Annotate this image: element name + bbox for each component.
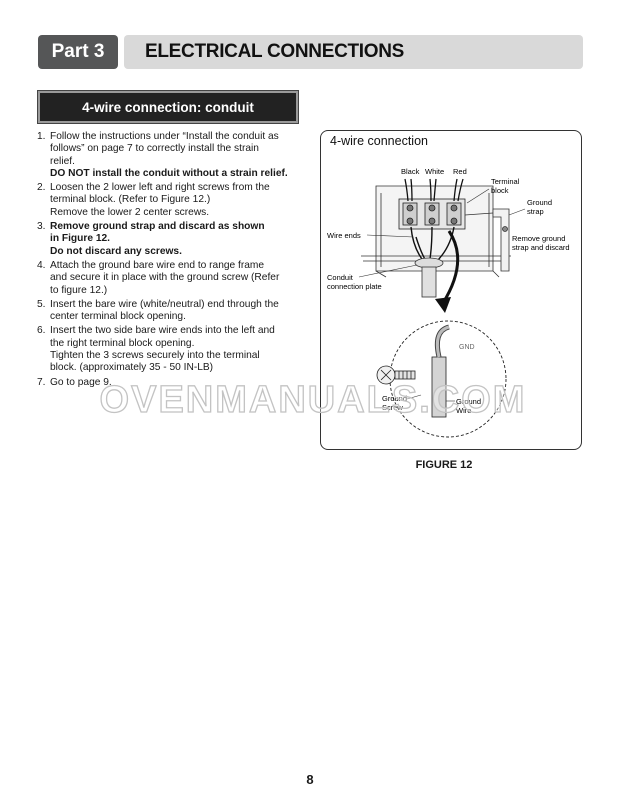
page-title: ELECTRICAL CONNECTIONS	[145, 41, 405, 62]
step-number: 6.	[37, 325, 46, 337]
step-number: 1.	[37, 131, 46, 142]
upper-wires	[404, 178, 464, 202]
page-number: 8	[306, 772, 314, 787]
label-conduit-1: Conduit	[327, 273, 354, 282]
step-text-line: Attach the ground bare wire end to range…	[50, 259, 265, 271]
figure-caption: FIGURE 12	[415, 459, 473, 471]
step-text-line: in Figure 12.	[50, 233, 111, 245]
ground-strap	[464, 208, 510, 272]
figure-title: 4-wire connection	[330, 134, 428, 148]
step-item: 6. Insert the two side bare wire ends int…	[37, 325, 299, 374]
label-remove-1: Remove ground	[512, 234, 565, 243]
flow-arrow-head	[435, 297, 451, 313]
wiring-diagram: Black White Red Terminal block Ground st…	[327, 167, 570, 438]
label-ground-wire-1: Ground	[456, 397, 481, 406]
watermark: OVENMANUALS.COM	[99, 378, 527, 421]
ground-screw	[376, 365, 416, 385]
label-ground-screw-1: Ground	[382, 394, 407, 403]
step-item: 2. Loosen the 2 lower left and right scre…	[37, 182, 299, 219]
flow-arrow	[441, 230, 460, 304]
step-text-line: the right terminal block opening.	[50, 337, 195, 349]
instruction-steps: 1. Follow the instructions under “Install…	[37, 131, 299, 391]
step-text-line: Insert the two side bare wire ends into …	[50, 325, 275, 337]
step-text-line: center terminal block opening.	[50, 311, 186, 323]
label-ground-screw-2: Screw	[382, 403, 403, 412]
label-terminal-block-1: Terminal	[491, 177, 520, 186]
step-text-line: DO NOT install the conduit without a str…	[50, 167, 288, 179]
step-item: 3. Remove ground strap and discard as sho…	[37, 221, 299, 258]
page-title-bar: ELECTRICAL CONNECTIONS	[124, 35, 583, 69]
label-conduit-2: connection plate	[327, 282, 382, 291]
step-text-line: Go to page 9.	[50, 376, 112, 388]
step-text-line: Insert the bare wire (white/neutral) end…	[50, 298, 279, 310]
label-white: White	[425, 167, 444, 176]
step-number: 3.	[37, 221, 46, 233]
label-ground-strap-1: Ground	[527, 198, 552, 207]
part-label-text: Part 3	[51, 41, 105, 62]
step-text-line: Remove ground strap and discard as shown	[50, 221, 265, 233]
label-gnd: GND	[459, 344, 475, 351]
label-remove-2: strap and discard	[512, 243, 570, 252]
section-header: 4-wire connection: conduit	[37, 90, 299, 124]
step-number: 4.	[37, 259, 46, 271]
step-number: 7.	[37, 376, 46, 388]
step-number: 5.	[37, 298, 46, 310]
terminal-block	[398, 198, 466, 230]
step-text-line: Loosen the 2 lower left and right screws…	[50, 182, 270, 194]
label-ground-strap-2: strap	[527, 207, 544, 216]
step-number: 2.	[37, 182, 46, 194]
step-item: 5. Insert the bare wire (white/neutral) e…	[37, 299, 299, 324]
conduit-pipe	[421, 266, 437, 298]
figure-12-panel: 4-wire connection	[320, 130, 582, 450]
step-item: 4. Attach the ground bare wire end to ran…	[37, 260, 299, 297]
step-text-line: to figure 12.)	[50, 284, 108, 296]
step-text-line: relief.	[50, 155, 75, 167]
label-terminal-block-2: block	[491, 186, 509, 195]
part-label: Part 3	[38, 35, 118, 69]
step-text-line: block. (approximately 35 - 50 IN-LB)	[50, 362, 214, 374]
step-text-line: follows” on page 7 to correctly install …	[50, 143, 259, 155]
step-text-line: Remove the lower 2 center screws.	[50, 206, 210, 218]
step-item: 7. Go to page 9.	[37, 377, 299, 389]
label-wire-ends: Wire ends	[327, 231, 361, 240]
label-red: Red	[453, 167, 467, 176]
step-item: 1. Follow the instructions under “Install…	[37, 131, 299, 180]
section-title: 4-wire connection: conduit	[82, 99, 254, 115]
label-ground-wire-2: Wire	[456, 406, 471, 415]
ground-wire	[431, 324, 450, 418]
step-text-line: terminal block. (Refer to Figure 12.)	[50, 194, 211, 206]
step-text-line: Do not discard any screws.	[50, 245, 182, 257]
step-text-line: Tighten the 3 screws securely into the t…	[50, 350, 260, 362]
step-text-line: Follow the instructions under “Install t…	[50, 131, 279, 142]
label-black: Black	[401, 167, 420, 176]
conduit-plate	[414, 257, 444, 269]
step-text-line: and secure it in place with the ground s…	[50, 272, 280, 284]
